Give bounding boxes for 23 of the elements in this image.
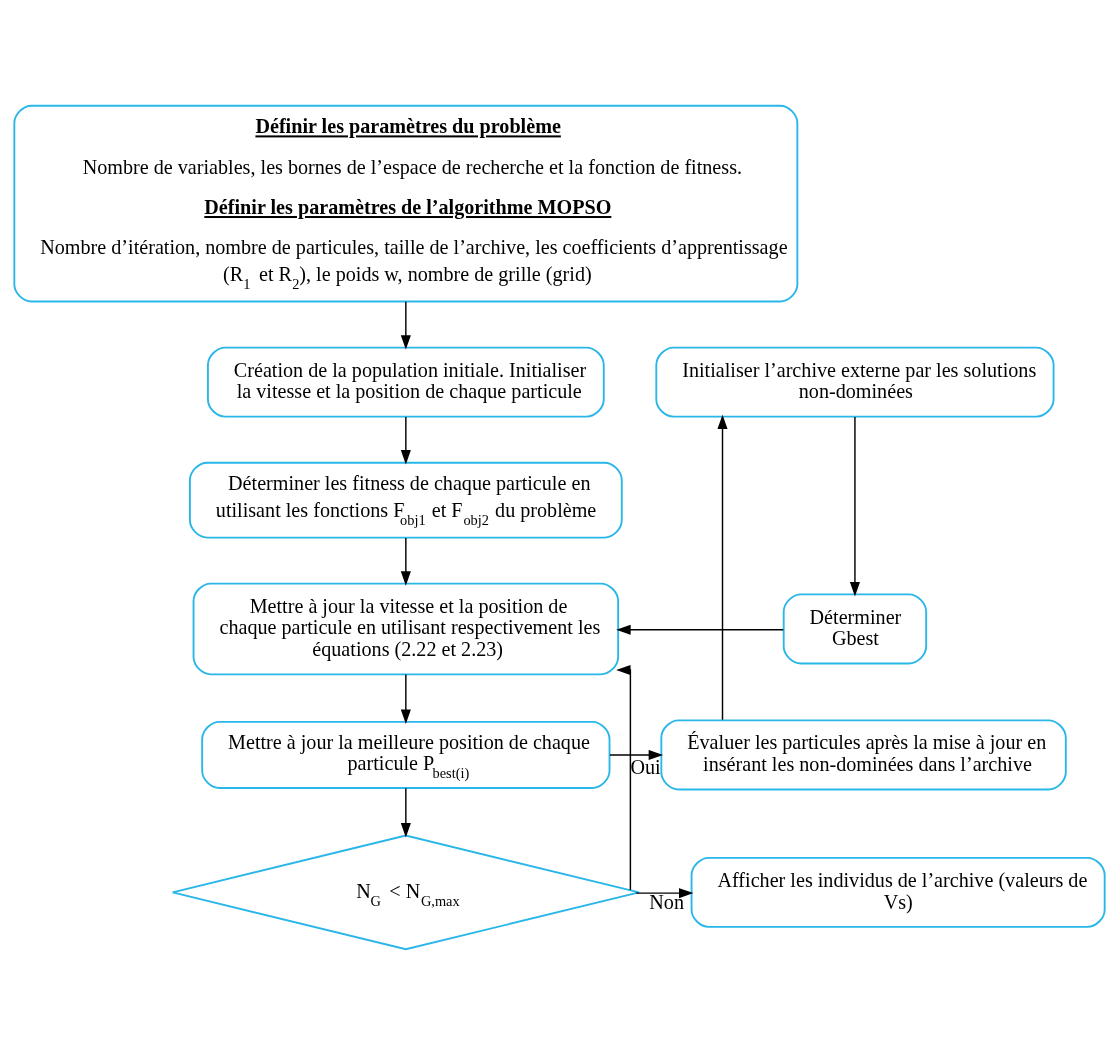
arrow [400,301,411,350]
node-box: Mettre à jour la meilleure position de chaque particule P$_{best(i)}$ [201,720,611,789]
arrow [717,414,728,721]
node-box: Afficher les individus de l’archive (valeurs de Vs) [690,856,1106,928]
node-box: Évaluer les particules après la mise à jour en insérant les non-dominées dans l’archive [660,719,1067,791]
arrow [400,416,411,465]
node-box: Définir les paramètres du problème Nombre de variables, les bornes de l’espace de recherche et la fonction de fitness. Définir les paramètres de l’algorithme MOPSO Nombre d’itération, nombre de particules, taille de l’archive, les coefficients d’apprentissage (R$_{1}$ et R$_{2}$), le poids w, nombre de grille (grid) [13,104,799,303]
edge-label: Non [649,891,684,914]
arrow [400,537,411,586]
node-box: Mettre à jour la vitesse et la position de chaque particule en utilisant respectivement les équations (2.22 et 2.23) [192,582,620,676]
node-box: Déterminer Gbest [782,593,928,665]
arrow [616,624,784,635]
node-box: Création de la population initiale. Initialiser la vitesse et la position de chaque particule [207,346,605,418]
node-box: Déterminer les fitness de chaque particule en utilisant les fonctions F$_{obj1}$ et F$_{obj2}$ du problème [189,461,623,539]
node-box: Initialiser l’archive externe par les solutions non-dominées [655,346,1055,418]
arrow [616,664,632,891]
arrow [400,673,411,724]
arrow [400,787,411,838]
node-diamond: N$_{G}$ < N$_{G,max}$ [171,834,640,951]
arrow [609,749,664,760]
edge-label: Oui [630,755,661,778]
arrow [849,416,860,597]
arrow [635,888,694,899]
